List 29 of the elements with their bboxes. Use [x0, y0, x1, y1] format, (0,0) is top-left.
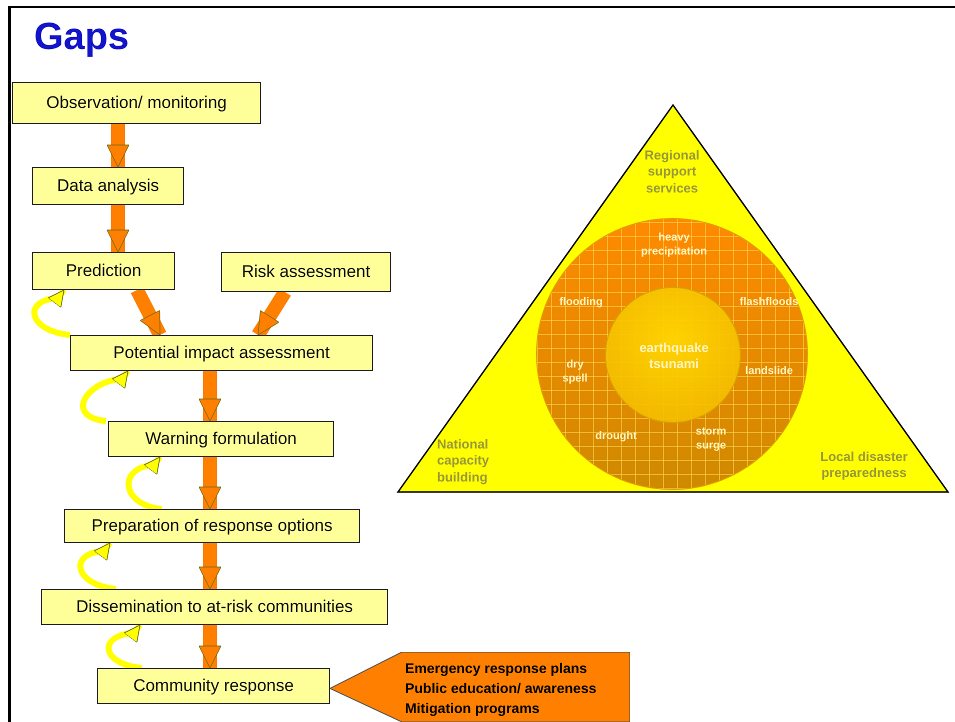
callout-text: Mitigation programs — [405, 699, 541, 718]
callout-text: Public education/ awareness — [405, 679, 598, 698]
region-label: Local disaster preparedness — [819, 448, 909, 482]
process-box: Warning formulation — [108, 421, 334, 457]
curved-arrow — [80, 369, 130, 424]
hazard-label: storm surge — [694, 425, 728, 453]
process-box: Risk assessment — [221, 252, 391, 292]
process-box: Data analysis — [32, 167, 184, 205]
process-box: Observation/ monitoring — [12, 82, 261, 124]
hazard-label: flooding — [558, 296, 604, 310]
hazard-label: dry spell — [561, 358, 589, 386]
hazard-label: heavy precipitation — [640, 231, 708, 259]
process-box: Community response — [97, 668, 330, 704]
process-box: Potential impact assessment — [70, 335, 373, 371]
curved-arrow — [78, 541, 116, 592]
region-label: National capacity building — [437, 436, 490, 486]
process-box: Dissemination to at-risk communities — [41, 589, 388, 625]
process-box: Prediction — [32, 252, 175, 290]
curved-arrow — [32, 288, 70, 338]
hazard-label: drought — [594, 430, 638, 444]
callout-text: Emergency response plans — [405, 659, 588, 678]
process-box: Preparation of response options — [64, 509, 360, 543]
hazard-label: earthquake tsunami — [638, 340, 710, 372]
hazard-label: flashfloods — [738, 296, 800, 310]
curved-arrow — [106, 623, 142, 671]
slide-title: Gaps — [34, 16, 130, 59]
region-label: Regional support services — [644, 148, 700, 196]
curved-arrow — [126, 455, 162, 512]
hazard-label: landslide — [744, 365, 794, 379]
